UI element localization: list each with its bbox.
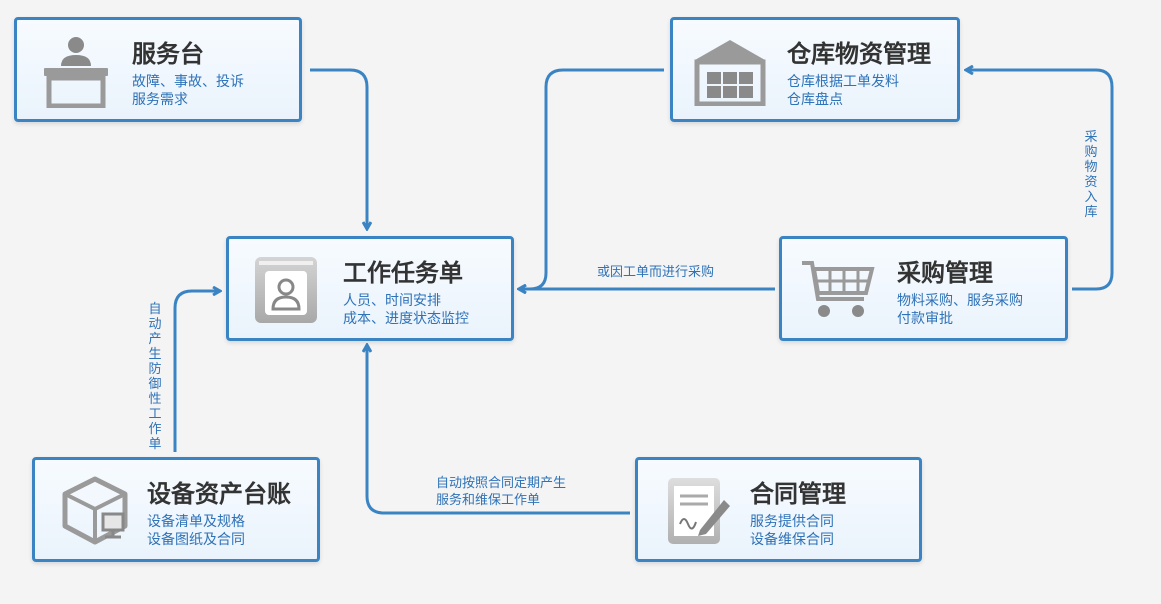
service-desk-icon bbox=[44, 37, 108, 108]
arrow-purchase-to-warehouse bbox=[967, 70, 1114, 291]
service-desk-line-2: 服务需求 bbox=[132, 92, 188, 108]
work-order-title: 工作任务单 bbox=[343, 259, 463, 287]
contract-line-2: 设备维保合同 bbox=[750, 532, 834, 548]
shopping-cart-icon bbox=[802, 261, 875, 317]
asset-ledger-line-2: 设备图纸及合同 bbox=[147, 532, 245, 548]
asset-ledger-title: 设备资产台账 bbox=[147, 480, 291, 508]
purchase-line-1: 物料采购、服务采购 bbox=[897, 293, 1023, 309]
node-warehouse: 仓库物资管理 仓库根据工单发料 仓库盘点 bbox=[670, 17, 960, 122]
node-work-order: 工作任务单 人员、时间安排 成本、进度状态监控 bbox=[226, 236, 514, 341]
arrow-contract-to-work-order bbox=[367, 346, 630, 515]
arrow-asset-to-work-order bbox=[173, 291, 219, 452]
warehouse-line-1: 仓库根据工单发料 bbox=[787, 74, 899, 90]
contract-line-1: 服务提供合同 bbox=[750, 514, 834, 530]
contract-title: 合同管理 bbox=[750, 480, 846, 508]
purchase-line-2: 付款审批 bbox=[897, 311, 953, 327]
warehouse-title: 仓库物资管理 bbox=[787, 40, 931, 68]
warehouse-line-2: 仓库盘点 bbox=[787, 92, 843, 108]
work-order-line-1: 人员、时间安排 bbox=[343, 293, 441, 309]
asset-ledger-line-1: 设备清单及规格 bbox=[147, 514, 245, 530]
node-asset-ledger: 设备资产台账 设备清单及规格 设备图纸及合同 bbox=[32, 457, 320, 562]
label-asset-to-work-order: 自动产生防御性工作单 bbox=[148, 302, 162, 452]
service-desk-title: 服务台 bbox=[132, 40, 204, 68]
arrow-warehouse-to-work-order bbox=[520, 68, 664, 289]
warehouse-icon bbox=[694, 40, 766, 106]
node-service-desk: 服务台 故障、事故、投诉 服务需求 bbox=[14, 17, 302, 122]
asset-box-icon bbox=[62, 476, 128, 545]
label-purchase-to-work-order: 或因工单而进行采购 bbox=[597, 265, 715, 280]
purchase-title: 采购管理 bbox=[897, 259, 993, 287]
node-purchase: 采购管理 物料采购、服务采购 付款审批 bbox=[779, 236, 1068, 341]
label-contract-to-work-order-2: 服务和维保工作单 bbox=[436, 493, 541, 508]
label-purchase-to-warehouse: 采购物资入库 bbox=[1084, 130, 1098, 220]
service-desk-line-1: 故障、事故、投诉 bbox=[132, 74, 244, 90]
contract-document-icon bbox=[668, 478, 730, 544]
work-order-line-2: 成本、进度状态监控 bbox=[343, 311, 469, 327]
work-order-icon bbox=[255, 257, 317, 323]
node-contract: 合同管理 服务提供合同 设备维保合同 bbox=[635, 457, 922, 562]
label-contract-to-work-order-1: 自动按照合同定期产生 bbox=[436, 476, 567, 491]
arrow-service-desk-to-work-order bbox=[310, 68, 367, 228]
